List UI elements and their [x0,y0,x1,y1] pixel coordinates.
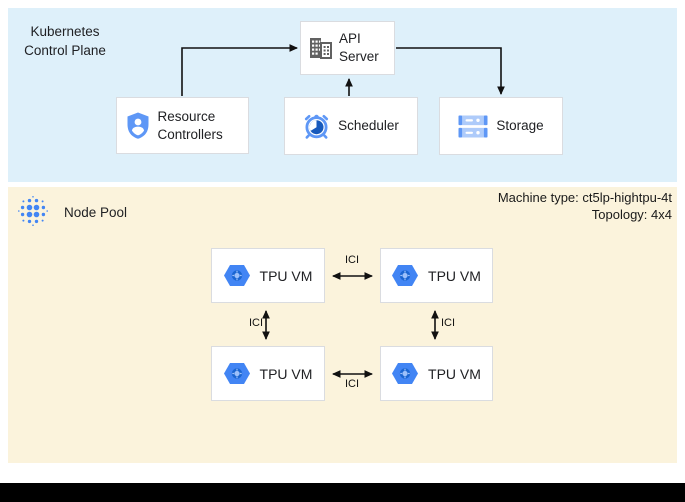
scheduler-label: Scheduler [338,118,399,134]
resource-controllers-node: Resource Controllers [116,97,249,154]
api-server-node: API Server [300,21,395,75]
ici-label-right: ICI [441,317,456,329]
gce-hexagon-icon [223,363,250,384]
machine-type-label: Machine type: ct5lp-hightpu-4t [497,190,672,205]
topology-label: Topology: 4x4 [591,206,672,222]
tpu-vm-label: TPU VM [428,267,481,284]
scheduler-node: Scheduler [284,97,418,155]
storage-node: Storage [439,97,563,155]
alarm-clock-icon [304,114,329,139]
gce-hexagon-icon [223,265,250,286]
gce-hexagon-icon [392,265,419,286]
ici-label-bottom: ICI [344,378,360,390]
bottom-black-bar [0,483,685,502]
control-plane-title: Kubernetes Control Plane [24,24,106,58]
node-pool-panel [8,187,677,463]
tpu-vm-node: TPU VM [211,248,325,303]
tpu-vm-node: TPU VM [211,346,325,401]
tpu-vm-label: TPU VM [259,365,313,382]
node-pool-title: Node Pool [64,205,128,220]
node-pool-meta: Machine type: ct5lp-hightpu-4t Topology:… [498,190,672,223]
tpu-vm-label: TPU VM [428,365,481,382]
building-icon [310,38,332,59]
storage-label: Storage [496,118,544,134]
api-server-label: API Server [339,31,379,64]
ici-label-left: ICI [248,317,263,329]
shield-user-icon [127,112,148,139]
ici-label-top: ICI [344,254,360,266]
tpu-vm-node: TPU VM [380,346,493,401]
storage-disks-icon [458,115,488,137]
resource-controllers-label: Resource Controllers [157,108,223,142]
tpu-vm-label: TPU VM [259,267,313,284]
node-pool-dots-icon [18,196,48,226]
tpu-vm-node: TPU VM [380,248,493,303]
gce-hexagon-icon [392,363,419,384]
